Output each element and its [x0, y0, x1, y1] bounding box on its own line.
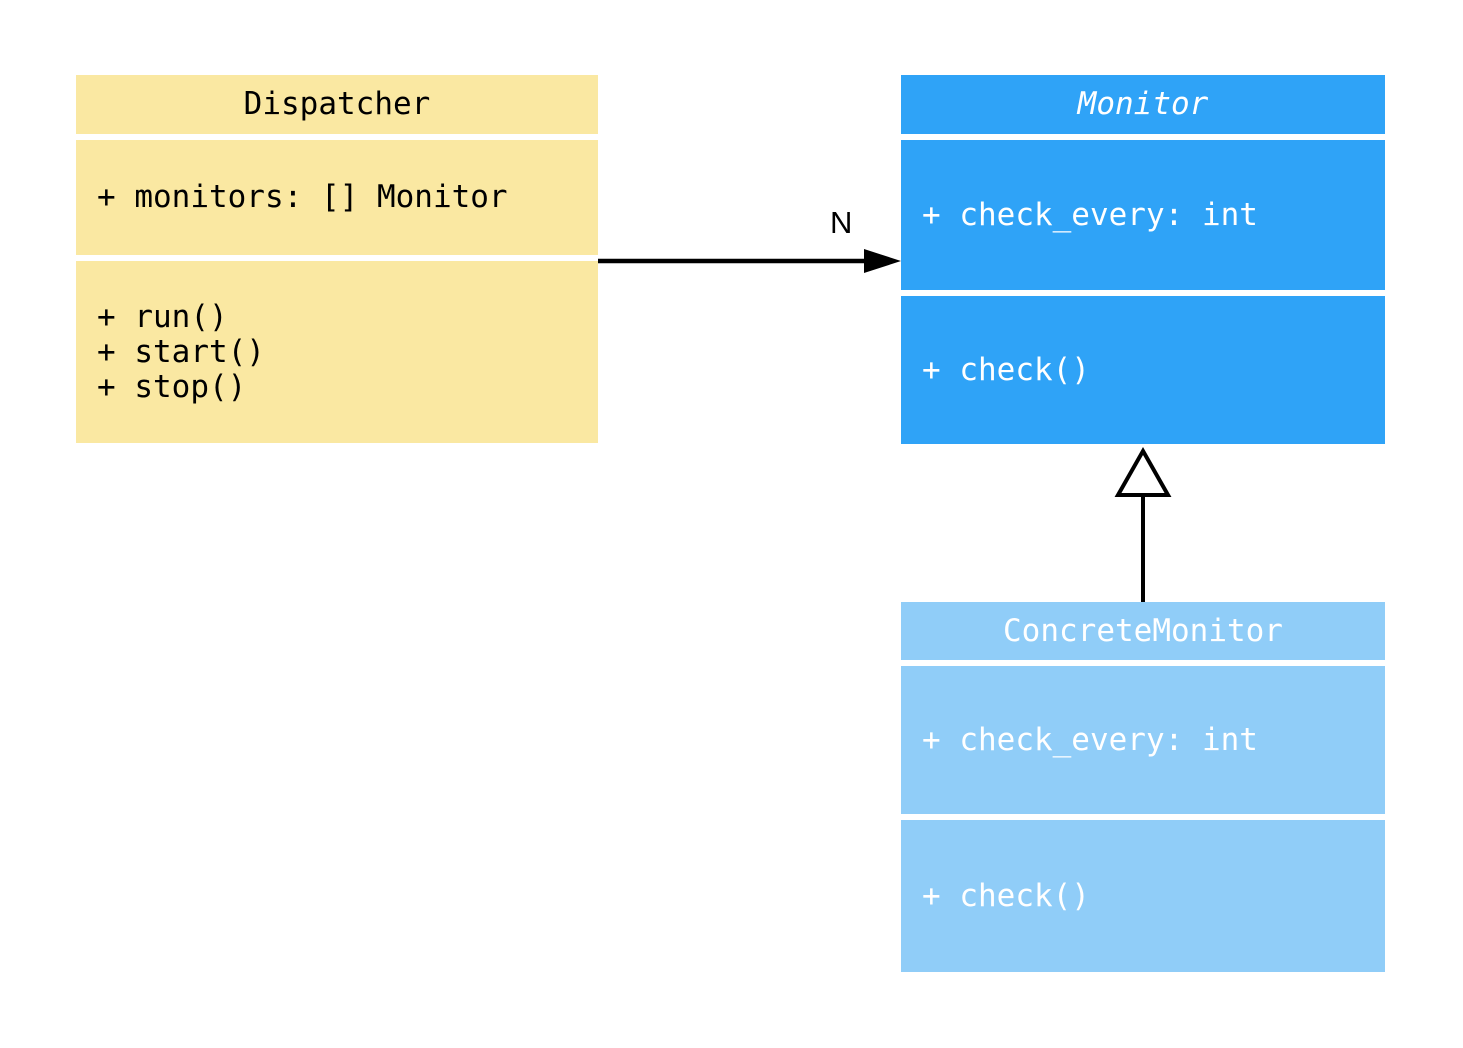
attributes-section-dispatcher: + monitors: [] Monitor	[76, 140, 598, 255]
class-title-dispatcher: Dispatcher	[76, 75, 598, 134]
association-arrow	[598, 249, 901, 273]
class-title-monitor: Monitor	[901, 75, 1385, 134]
attributes-section-concrete-monitor: + check_every: int	[901, 666, 1385, 814]
multiplicity-label: N	[830, 205, 853, 240]
arrowhead-icon	[864, 249, 901, 273]
attribute-line: + check_every: int	[922, 721, 1258, 758]
generalization-arrow	[1114, 446, 1172, 602]
class-name: ConcreteMonitor	[1003, 612, 1283, 649]
methods-section-monitor: + check()	[901, 296, 1385, 444]
method-line: + check()	[922, 877, 1090, 914]
class-box-monitor: Monitor + check_every: int + check()	[901, 75, 1385, 444]
methods-section-concrete-monitor: + check()	[901, 820, 1385, 972]
class-box-concrete-monitor: ConcreteMonitor + check_every: int + che…	[901, 602, 1385, 972]
class-name: Monitor	[1077, 86, 1209, 122]
attribute-line: + check_every: int	[922, 196, 1258, 233]
attribute-line: + monitors: [] Monitor	[97, 179, 508, 215]
method-line: + run()	[97, 298, 228, 335]
methods-section-dispatcher: + run() + start() + stop()	[76, 261, 598, 443]
method-line: + start()	[97, 333, 265, 370]
class-box-dispatcher: Dispatcher + monitors: [] Monitor + run(…	[76, 75, 598, 443]
method-line: + stop()	[97, 368, 247, 405]
class-title-concrete-monitor: ConcreteMonitor	[901, 602, 1385, 660]
hollow-triangle-icon	[1114, 446, 1172, 497]
class-name: Dispatcher	[243, 86, 431, 122]
attributes-section-monitor: + check_every: int	[901, 140, 1385, 290]
method-line: + check()	[922, 351, 1090, 388]
